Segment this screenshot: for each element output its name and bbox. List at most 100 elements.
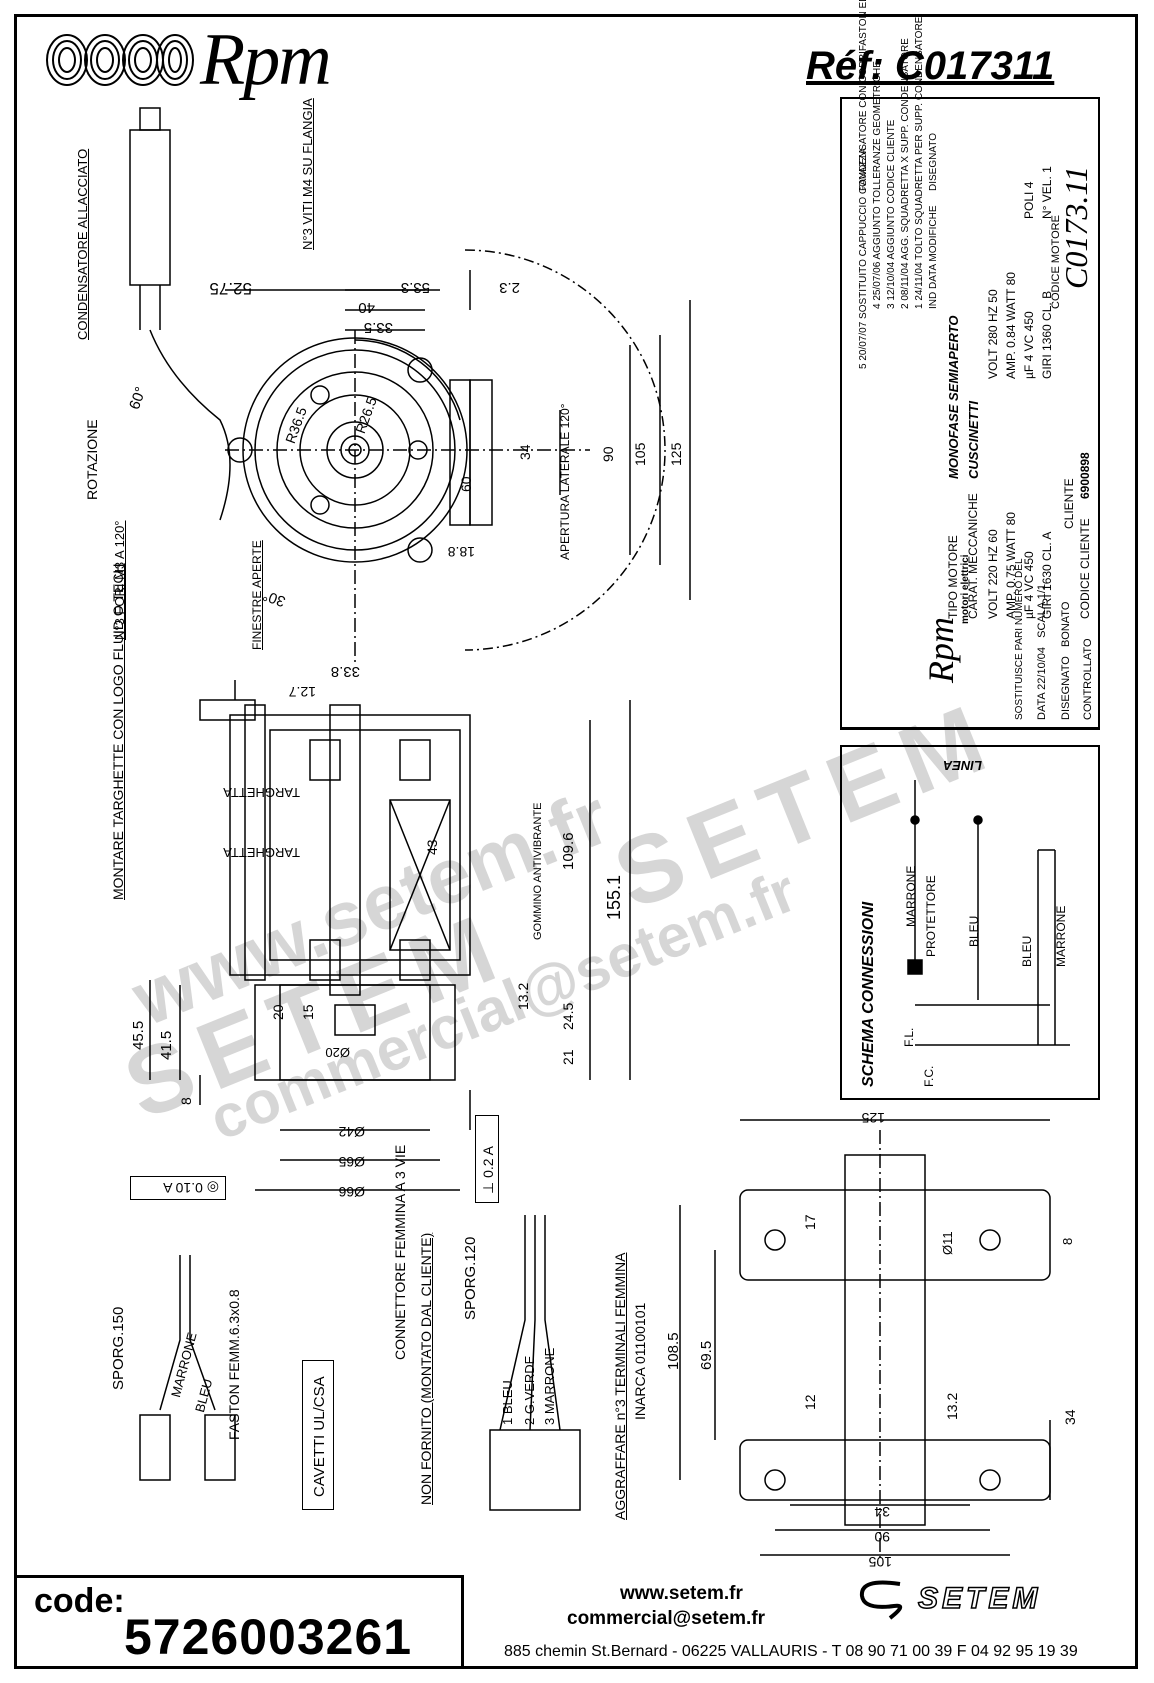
note-finestre: FINESTRE APERTE xyxy=(250,540,264,650)
dim-41-5: 41.5 xyxy=(158,1030,175,1060)
tolerance-box-conc: ◎ 0.10 A xyxy=(130,1176,226,1200)
rev-2: 2 08/11/04 AGG. SQUADRETTA X SUPP. CONDE… xyxy=(900,38,911,309)
dim-21: 21 xyxy=(560,1049,576,1065)
bracket-bottom xyxy=(739,1439,1051,1501)
rev-3: 3 12/10/04 AGGIUNTO CODICE CLIENTE xyxy=(886,119,897,309)
bracket-top xyxy=(739,1189,1051,1281)
dim-b-105: 105 xyxy=(868,1554,892,1570)
title-brand-sub: motori elettrici xyxy=(960,554,971,624)
rev-headers-by: DISEGNATO xyxy=(928,133,939,191)
dim-b-125: 125 xyxy=(861,1110,885,1126)
carat: CUSCINETTI xyxy=(966,401,981,479)
codice-cliente-label: CODICE CLIENTE xyxy=(1078,518,1092,619)
dim-b-34: 34 xyxy=(1062,1409,1078,1425)
schema-bleu-1: BLEU xyxy=(967,915,981,947)
schema-marrone: MARRONE xyxy=(904,865,918,927)
wire-marrone-right: 3 MARRONE xyxy=(542,1347,557,1425)
schema-fl: F.L. xyxy=(902,1027,916,1047)
spec-volt-60: VOLT 220 HZ 60 xyxy=(986,529,1000,619)
dim-40: 40 xyxy=(358,299,375,316)
dim-52-75: 52.75 xyxy=(209,279,252,298)
rev-5-by: FAVAZZA xyxy=(858,148,869,191)
brand-logo-text: Rpm xyxy=(200,19,332,101)
note-sporg150: SPORG.150 xyxy=(110,1306,127,1390)
note-sporg120: SPORG.120 xyxy=(462,1236,479,1320)
note-condensatore: CONDENSATORE ALLACCIATO xyxy=(75,148,90,340)
setem-brand: SETEM xyxy=(917,1581,1042,1616)
dim-45-5: 45.5 xyxy=(130,1020,147,1050)
dim-33-5: 33.5 xyxy=(363,319,393,336)
note-targhetta-1: TARGHETTA xyxy=(223,785,300,800)
code-label: code: xyxy=(34,1582,125,1620)
note-aggraffare: AGGRAFFARE n°3 TERMINALI FEMMINA xyxy=(612,1252,628,1521)
capacitor-body xyxy=(129,129,171,286)
dim-105: 105 xyxy=(632,442,648,466)
note-non-fornito: NON FORNITO (MONTATO DAL CLIENTE) xyxy=(418,1232,434,1505)
dim-b-108-5: 108.5 xyxy=(665,1332,682,1370)
schema-linea: LINEA xyxy=(943,758,982,773)
rpm-coil-logo xyxy=(45,30,195,90)
footer-email[interactable]: commercial@setem.fr xyxy=(567,1608,766,1629)
note-targhetta-2: TARGHETTA xyxy=(223,845,300,860)
footer-web[interactable]: www.setem.fr xyxy=(620,1583,743,1604)
schema-protettore: PROTETTORE xyxy=(924,875,938,957)
schema-title: SCHEMA CONNESSIONI xyxy=(860,901,877,1087)
schema-box: SCHEMA CONNESSIONI LINEA MARRONE PROTETT… xyxy=(840,745,1100,1100)
cliente-label: CLIENTE xyxy=(1062,478,1076,529)
drawing-sheet xyxy=(14,14,1138,1669)
rev-4: 4 25/07/06 AGGIUNTO TOLLERANZE GEOMETRIC… xyxy=(872,61,883,309)
dim-b-34-bottom: 34 xyxy=(874,1504,890,1520)
dim-b-12: 12 xyxy=(802,1394,818,1410)
note-gommino: GOMMINO ANTIVIBRANTE xyxy=(532,802,544,940)
dim-13-2: 13.2 xyxy=(515,982,531,1010)
dim-18-8: 18.8 xyxy=(447,544,475,560)
dim-b-90: 90 xyxy=(874,1529,890,1545)
dim-109-6: 109.6 xyxy=(560,832,577,870)
dim-20: 20 xyxy=(270,1004,286,1020)
controllato-field: CONTROLLATO xyxy=(1082,638,1094,721)
side-view-body xyxy=(229,714,471,976)
dim-b-8: 8 xyxy=(1060,1237,1075,1245)
dim-d42: Ø42 xyxy=(338,1124,365,1140)
spec-uf-50: µF 4 VC 450 xyxy=(1022,311,1036,379)
dim-60: 60 xyxy=(458,476,474,492)
dim-b-d11: Ø11 xyxy=(940,1231,955,1255)
dim-125: 125 xyxy=(668,442,684,466)
note-faston: FASTON FEMM.6.3x0.8 xyxy=(226,1289,242,1440)
poli: POLI 4 xyxy=(1022,181,1036,219)
schema-bleu-2: BLEU xyxy=(1020,935,1034,967)
title-brand: Rpm xyxy=(921,617,961,683)
note-rotazione: ROTAZIONE xyxy=(84,419,100,500)
code-box: code: 5726003261 xyxy=(14,1575,464,1669)
dim-24-5: 24.5 xyxy=(560,1002,576,1030)
dim-b-17: 17 xyxy=(802,1214,818,1230)
dim-53-3: 53.3 xyxy=(400,279,430,296)
schema-marrone-2: MARRONE xyxy=(1054,905,1068,967)
dim-d20: Ø20 xyxy=(325,1045,350,1060)
spec-amp-50: AMP. 0.84 WATT 80 xyxy=(1004,272,1018,379)
dim-8: 8 xyxy=(178,1097,194,1105)
wire-verde-right: 2 G.VERDE xyxy=(522,1355,537,1425)
reference-number: Réf: C017311 xyxy=(806,44,1055,88)
note-connettore: CONNETTORE FEMMINA A 3 VIE xyxy=(392,1144,408,1360)
dim-2-3: 2.3 xyxy=(499,279,520,296)
spec-volt-50: VOLT 280 HZ 50 xyxy=(986,289,1000,379)
setem-swirl-icon xyxy=(859,1580,902,1620)
disegnato-field: DISEGNATO BONATO xyxy=(1060,601,1072,720)
cavetti-box: CAVETTI UL/CSA xyxy=(302,1360,334,1510)
dim-d65: Ø65 xyxy=(338,1154,365,1170)
title-strip xyxy=(840,690,1100,730)
note-inarca: INARCA 01100101 xyxy=(632,1302,648,1420)
dim-b-69-5: 69.5 xyxy=(698,1340,715,1370)
setem-logo: SETEM xyxy=(850,1576,1110,1626)
codice-cliente: 6900898 xyxy=(1078,452,1092,499)
dim-34: 34 xyxy=(517,444,533,460)
sostituisce: SOSTITUISCE PARI NUMERO DEL xyxy=(1014,558,1025,720)
dim-90: 90 xyxy=(600,446,616,462)
dim-d66: Ø66 xyxy=(338,1184,365,1200)
dim-43: 43 xyxy=(424,839,440,855)
footer-address: 885 chemin St.Bernard - 06225 VALLAURIS … xyxy=(504,1643,1078,1660)
note-montare: MONTARE TARGHETTE CON LOGO FLUID O TECH xyxy=(110,563,126,900)
dim-b-13-2: 13.2 xyxy=(944,1392,960,1420)
